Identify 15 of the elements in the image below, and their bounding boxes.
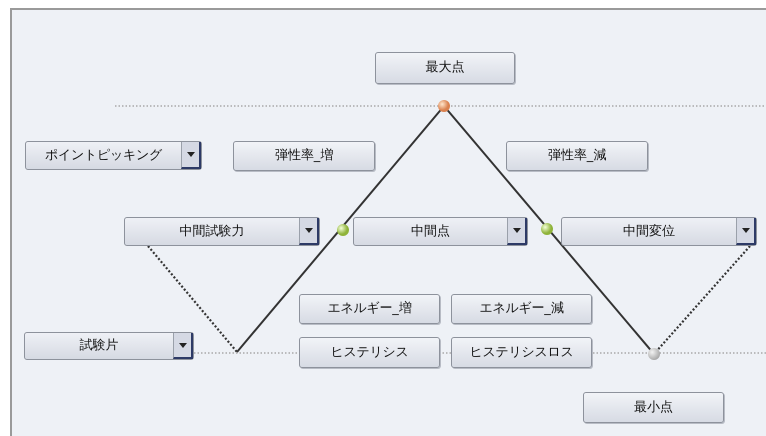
button: エネルギー_増 [299, 294, 440, 324]
leader-line [147, 245, 238, 353]
button: ヒステリシス [299, 337, 440, 368]
button: 最大点 [375, 52, 515, 84]
dropdown-select: ポイントピッキング [25, 141, 202, 170]
dropdown-select: 中間点 [353, 217, 528, 246]
dropdown-select: 中間変位 [561, 217, 757, 246]
leader-line [657, 245, 751, 350]
button: ヒステリシスロス [451, 337, 592, 368]
button: 最小点 [583, 392, 724, 423]
button: 弾性率_増 [233, 141, 375, 171]
button: エネルギー_減 [451, 294, 592, 324]
dropdown-select: 中間試験力 [124, 217, 320, 246]
dropdown-select: 試験片 [24, 332, 194, 360]
button: 弾性率_減 [506, 141, 648, 171]
